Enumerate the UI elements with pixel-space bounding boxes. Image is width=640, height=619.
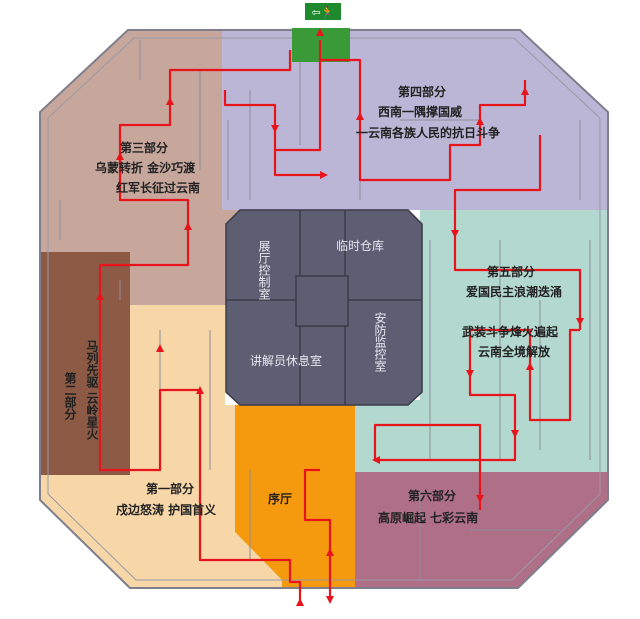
section-3-title: 第三部分: [120, 140, 168, 155]
route-arrows: [96, 28, 584, 606]
room-control: 展厅控制室: [257, 240, 271, 300]
building-outline: [39, 29, 609, 589]
section-2-title: 第二部分: [63, 371, 77, 421]
room-security: 安防监控室: [373, 311, 387, 372]
exit-sign-icon: ⇦🏃: [312, 6, 335, 19]
lobby-title: 序厅: [268, 491, 292, 506]
section-5-line3: 云南全境解放: [478, 344, 551, 359]
lobby-area: [235, 405, 355, 588]
section-1-area: [40, 305, 282, 588]
section-6-title: 第六部分: [408, 488, 456, 503]
room-storage: 临时仓库: [336, 238, 384, 253]
section-5-line2: 武装斗争烽火遍起: [462, 324, 559, 339]
section-5-line1: 爱国民主浪潮迭涌: [466, 284, 562, 299]
section-5-lower: [355, 400, 425, 472]
section-1-title: 第一部分: [146, 481, 194, 496]
section-4-line2: 一云南各族人民的抗日斗争: [356, 125, 500, 140]
section-3-line1: 乌蒙转折 金沙巧渡: [95, 160, 196, 175]
section-3-line2: 红军长征过云南: [116, 180, 200, 195]
exit-sign: [305, 3, 341, 20]
section-5-title: 第五部分: [487, 264, 535, 279]
section-2-subtitle: 马列先驱 云岭星火: [85, 340, 99, 441]
room-lounge: 讲解员休息室: [250, 353, 322, 368]
section-4-line1: 西南一隅撑国威: [378, 104, 462, 119]
section-4-title: 第四部分: [398, 84, 446, 99]
section-1-subtitle: 戍边怒涛 护国首义: [116, 502, 217, 517]
section-6-subtitle: 高原崛起 七彩云南: [378, 510, 478, 525]
section-2-area: [40, 252, 130, 475]
